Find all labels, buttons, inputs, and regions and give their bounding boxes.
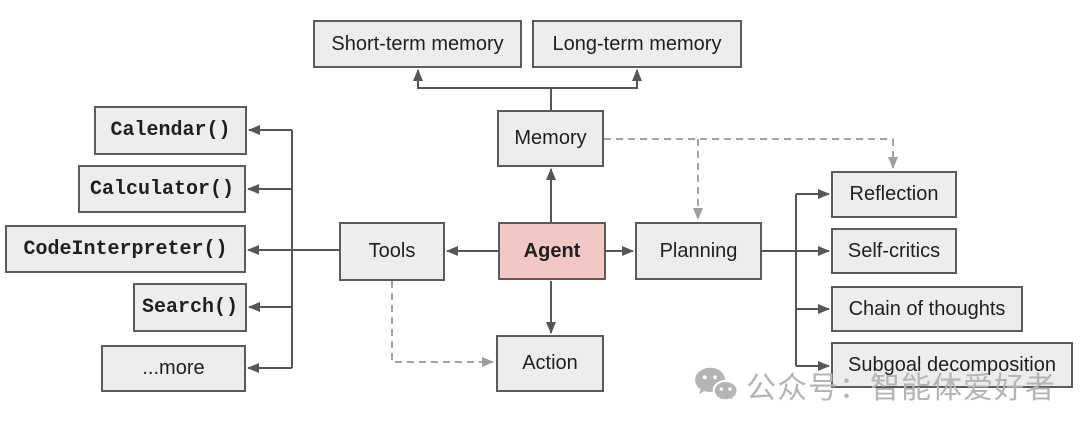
node-long-term-memory: Long-term memory [532,20,742,68]
node-search: Search() [133,283,247,332]
node-tools: Tools [339,222,445,281]
node-self-critics: Self-critics [831,228,957,274]
node-reflection: Reflection [831,171,957,218]
node-agent: Agent [498,222,606,280]
node-memory: Memory [497,110,604,167]
node-action: Action [496,335,604,392]
edge-tools-action-dashed [391,281,494,367]
node-chain-of-thoughts: Chain of thoughts [831,286,1023,332]
node-more-tools: ...more [101,345,246,392]
node-calculator: Calculator() [78,165,246,213]
node-planning: Planning [635,222,762,280]
node-subgoal-decomposition: Subgoal decomposition [831,342,1073,388]
node-code-interpreter: CodeInterpreter() [5,225,246,273]
node-short-term-memory: Short-term memory [313,20,522,68]
node-calendar: Calendar() [94,106,247,155]
